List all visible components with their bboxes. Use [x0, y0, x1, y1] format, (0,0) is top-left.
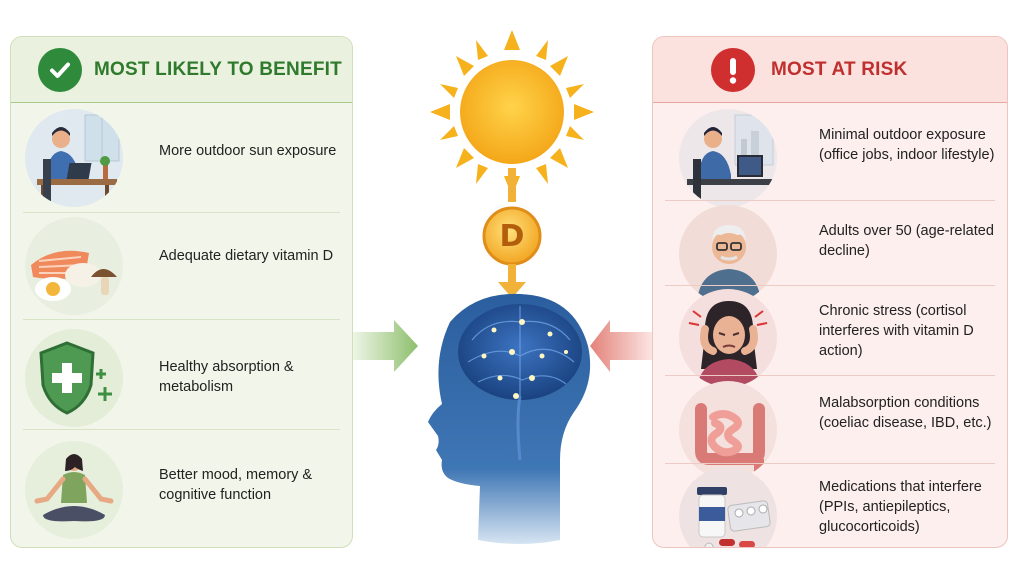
divider: [665, 285, 995, 286]
office-window-worker-icon: [25, 109, 123, 207]
center-illustration: [353, 30, 652, 544]
benefit-panel: MOST LIKELY TO BENEFIT More outdoor sun …: [10, 36, 353, 548]
sun-arrow: [508, 168, 516, 202]
benefit-arrow: [353, 320, 418, 372]
divider: [23, 212, 340, 213]
risk-header: MOST AT RISK: [653, 37, 1007, 103]
benefit-item-text: More outdoor sun exposure: [159, 143, 337, 159]
meditation-icon: [25, 441, 123, 539]
benefit-item-text: Better mood, memory & cognitive function: [159, 467, 313, 503]
risk-panel: MOST AT RISK Minimal outdoor exposure (o…: [652, 36, 1008, 548]
desk-worker-icon: [679, 109, 777, 207]
risk-title: MOST AT RISK: [771, 58, 908, 80]
benefit-item-text: Healthy absorption & metabolism: [159, 359, 294, 395]
divider: [23, 319, 340, 320]
divider: [665, 463, 995, 464]
risk-item-text: Chronic stress (cortisol interferes with…: [819, 303, 974, 359]
exclamation-icon: [711, 47, 755, 92]
risk-item-text: Malabsorption conditions (coeliac diseas…: [819, 395, 992, 431]
sun-icon: [430, 30, 594, 196]
benefit-header: MOST LIKELY TO BENEFIT: [11, 37, 352, 103]
risk-item-text: Medications that interfere (PPIs, antiep…: [819, 479, 982, 535]
checkmark-icon: [38, 47, 82, 92]
stressed-person-icon: [679, 289, 777, 387]
salmon-egg-mushroom-icon: [25, 217, 123, 315]
d-to-brain-arrow: [498, 264, 526, 298]
benefit-item-text: Adequate dietary vitamin D: [159, 248, 334, 264]
shield-plus-icon: [25, 329, 123, 427]
vitamin-d-label: D: [499, 218, 525, 254]
brain-head-icon: [428, 293, 591, 544]
pills-icon: [679, 467, 777, 547]
divider: [665, 375, 995, 376]
benefit-title: MOST LIKELY TO BENEFIT: [94, 58, 342, 80]
divider: [23, 429, 340, 430]
risk-arrow: [590, 320, 652, 372]
risk-item-text: Adults over 50 (age-related decline): [819, 223, 994, 259]
intestine-icon: [679, 381, 777, 479]
risk-item-text: Minimal outdoor exposure (office jobs, i…: [819, 127, 995, 163]
divider: [665, 200, 995, 201]
